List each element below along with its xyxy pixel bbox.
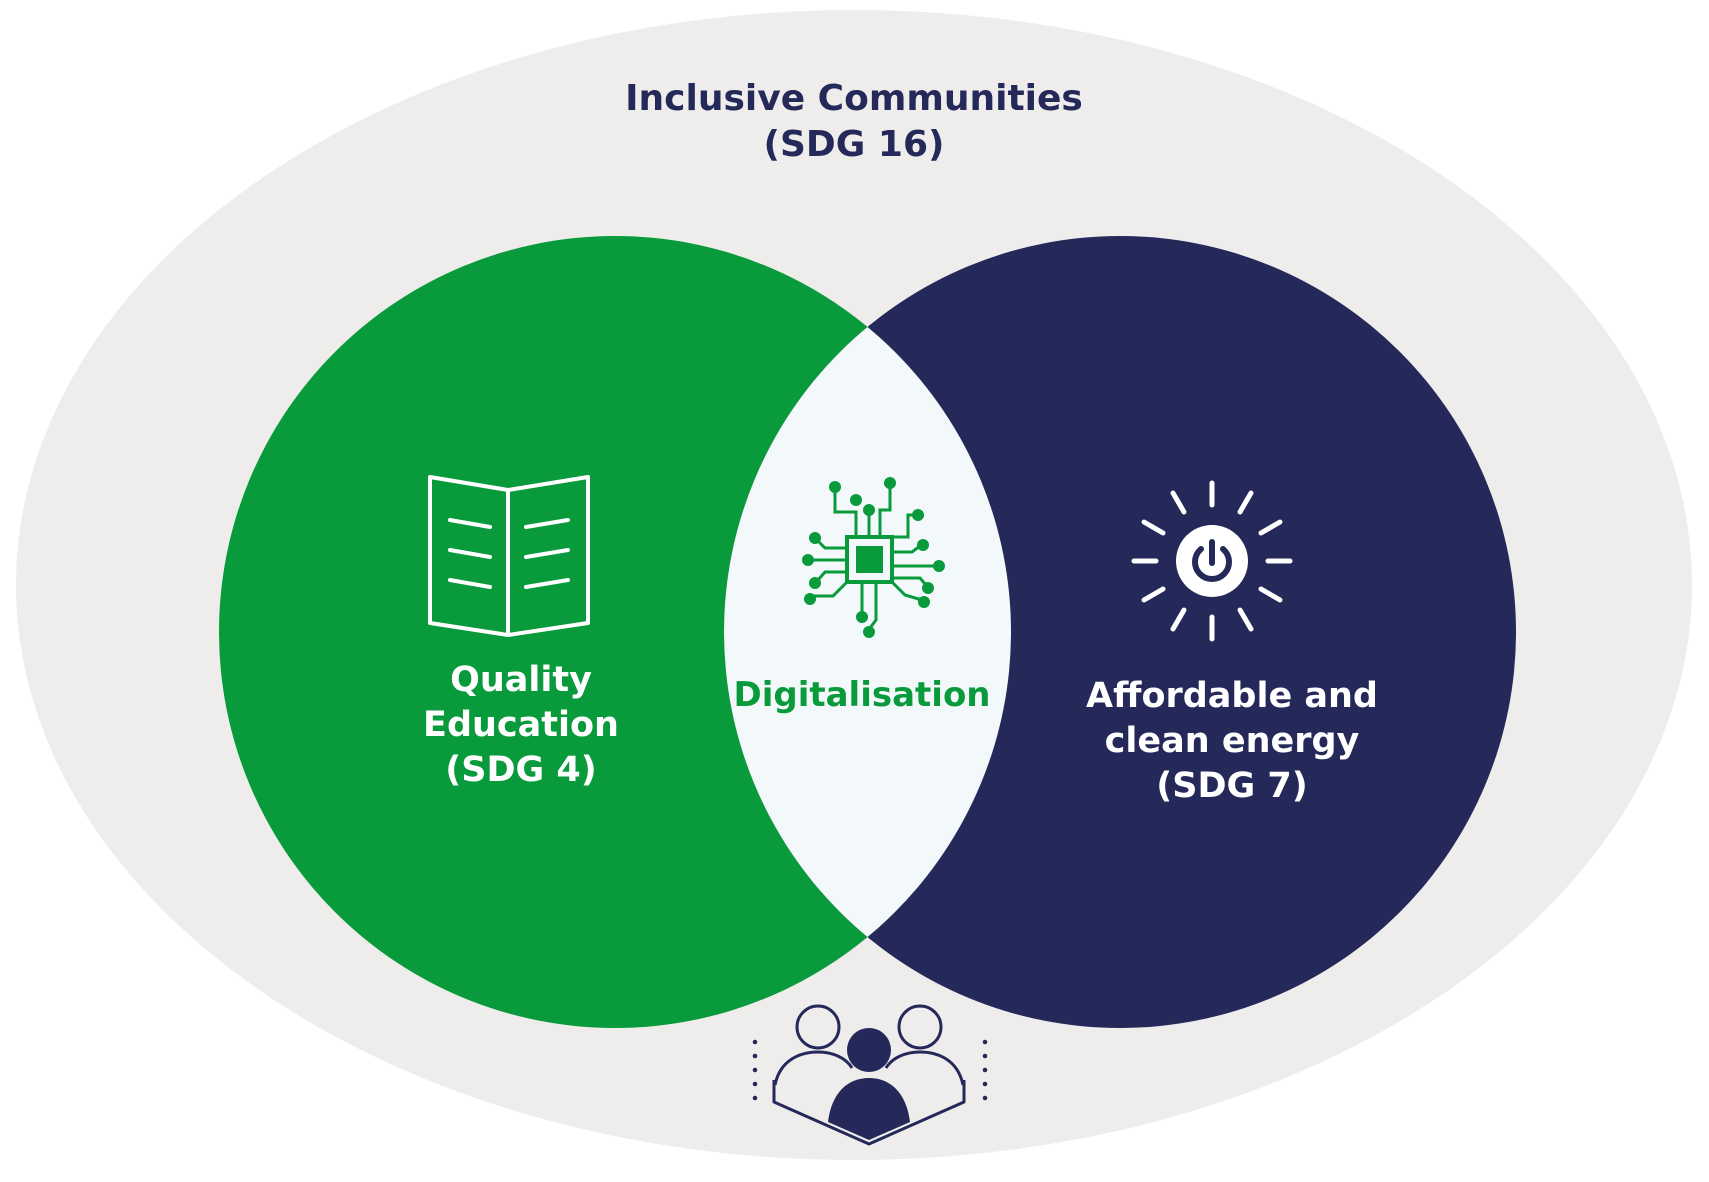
clean-energy-label: Affordable and clean energy (SDG 7) (1032, 674, 1432, 808)
circuit-chip-icon (802, 477, 945, 638)
open-book-icon (428, 475, 590, 637)
inclusive-communities-title: Inclusive Communities (625, 78, 1083, 119)
quality-education-line1: Quality (450, 660, 592, 700)
digitalisation-intersection (724, 236, 1011, 1028)
inclusive-communities-label: Inclusive Communities (SDG 16) (554, 76, 1154, 168)
inclusive-communities-sdg: (SDG 16) (763, 124, 945, 166)
clean-energy-sdg: (SDG 7) (1156, 765, 1308, 806)
clean-energy-line1: Affordable and (1086, 676, 1378, 716)
clean-energy-line2: clean energy (1104, 720, 1360, 761)
community-people-icon (752, 1004, 988, 1146)
quality-education-sdg: (SDG 4) (445, 749, 597, 790)
digitalisation-text: Digitalisation (733, 675, 991, 715)
quality-education-label: Quality Education (SDG 4) (371, 658, 671, 792)
quality-education-line2: Education (423, 704, 619, 745)
digitalisation-label: Digitalisation (722, 674, 1002, 718)
sun-power-icon (1131, 480, 1293, 642)
